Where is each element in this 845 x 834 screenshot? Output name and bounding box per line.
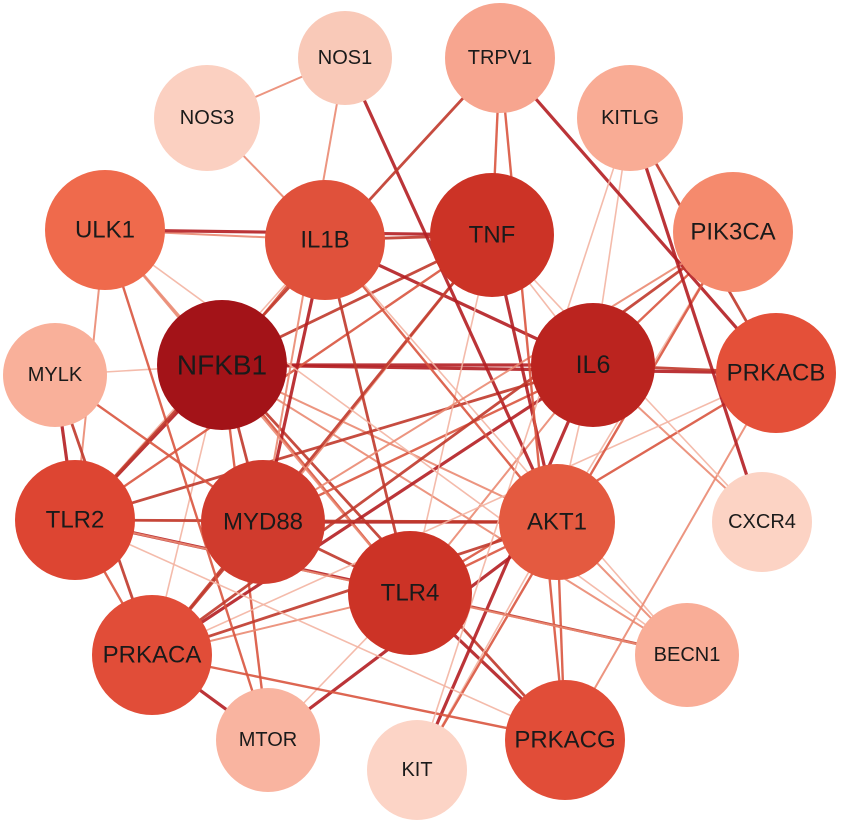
edge-ulk1-mtor <box>103 229 270 741</box>
edge-prkaca-prkacg <box>151 653 566 742</box>
node-label: PRKACG <box>514 727 615 754</box>
node-circle <box>157 300 287 430</box>
node-circle <box>673 172 793 292</box>
node-circle <box>367 720 467 820</box>
edge-pik3ca-prkaca <box>151 230 734 657</box>
edge-nfkb1-prkacb <box>221 363 777 375</box>
node-myd88: MYD88 <box>201 460 325 584</box>
node-label: NOS1 <box>318 47 372 69</box>
node-label: TLR4 <box>381 580 440 607</box>
edge-prkacb-prkacg <box>564 372 777 741</box>
node-circle <box>577 65 683 171</box>
node-circle <box>92 595 212 715</box>
edge-prkacb-trpv1 <box>498 56 778 375</box>
node-label: IL1B <box>300 227 349 254</box>
node-prkaca: PRKACA <box>92 595 212 715</box>
node-circle <box>505 680 625 800</box>
edge-il6-tlr2 <box>74 363 594 522</box>
node-cxcr4: CXCR4 <box>712 472 812 572</box>
node-kitlg: KITLG <box>577 65 683 171</box>
node-label: KIT <box>401 759 432 781</box>
node-label: MYD88 <box>223 509 303 536</box>
edge-il1b-akt1 <box>324 239 558 523</box>
edge-prkacb-prkaca <box>151 372 777 656</box>
node-kit: KIT <box>367 720 467 820</box>
node-circle <box>635 603 739 707</box>
node-circle <box>216 688 320 792</box>
node-circle <box>348 531 472 655</box>
node-mylk: MYLK <box>3 323 107 427</box>
node-circle <box>3 323 107 427</box>
node-label: PIK3CA <box>690 219 775 246</box>
node-label: TNF <box>469 222 516 249</box>
node-circle <box>154 65 260 171</box>
node-label: BECN1 <box>654 644 721 666</box>
node-label: NOS3 <box>180 107 234 129</box>
node-il1b: IL1B <box>265 180 385 300</box>
node-nos1: NOS1 <box>298 11 392 105</box>
node-label: KITLG <box>601 107 659 129</box>
node-circle <box>712 472 812 572</box>
node-trpv1: TRPV1 <box>445 3 555 113</box>
node-label: TLR2 <box>46 507 105 534</box>
node-circle <box>15 460 135 580</box>
node-tlr4: TLR4 <box>348 531 472 655</box>
node-label: CXCR4 <box>728 511 796 533</box>
node-label: MTOR <box>239 729 298 751</box>
node-tnf: TNF <box>430 173 554 297</box>
edge-pik3ca-myd88 <box>262 231 734 523</box>
node-nfkb1: NFKB1 <box>157 300 287 430</box>
node-label: MYLK <box>28 364 83 386</box>
node-tlr2: TLR2 <box>15 460 135 580</box>
node-circle <box>298 11 392 105</box>
edge-kitlg-cxcr4 <box>628 117 764 523</box>
edge-akt1-nos1 <box>343 57 559 523</box>
node-becn1: BECN1 <box>635 603 739 707</box>
node-il6: IL6 <box>531 303 655 427</box>
node-label: AKT1 <box>527 509 587 536</box>
node-mtor: MTOR <box>216 688 320 792</box>
node-label: PRKACB <box>727 360 826 387</box>
node-circle <box>265 180 385 300</box>
edge-trpv1-tlr2 <box>73 57 502 521</box>
node-circle <box>531 303 655 427</box>
node-ulk1: ULK1 <box>45 170 165 290</box>
node-label: IL6 <box>576 351 611 379</box>
node-circle <box>45 170 165 290</box>
edge-tlr2-prkacg <box>74 519 566 741</box>
edge-il1b-becn1 <box>324 239 688 656</box>
node-label: NFKB1 <box>177 350 267 381</box>
node-circle <box>499 464 615 580</box>
edge-kitlg-kit <box>416 117 631 771</box>
node-circle <box>201 460 325 584</box>
node-circle <box>430 173 554 297</box>
node-akt1: AKT1 <box>499 464 615 580</box>
node-pik3ca: PIK3CA <box>673 172 793 292</box>
node-circle <box>445 3 555 113</box>
node-label: TRPV1 <box>468 47 532 69</box>
node-label: PRKACA <box>103 642 202 669</box>
node-prkacb: PRKACB <box>716 313 836 433</box>
edge-nfkb1-becn1 <box>221 364 688 656</box>
node-circle <box>716 313 836 433</box>
node-prkacg: PRKACG <box>505 680 625 800</box>
edge-ulk1-becn1 <box>104 229 688 656</box>
node-label: ULK1 <box>75 217 135 244</box>
edge-il6-kit <box>415 364 595 771</box>
node-nos3: NOS3 <box>154 65 260 171</box>
